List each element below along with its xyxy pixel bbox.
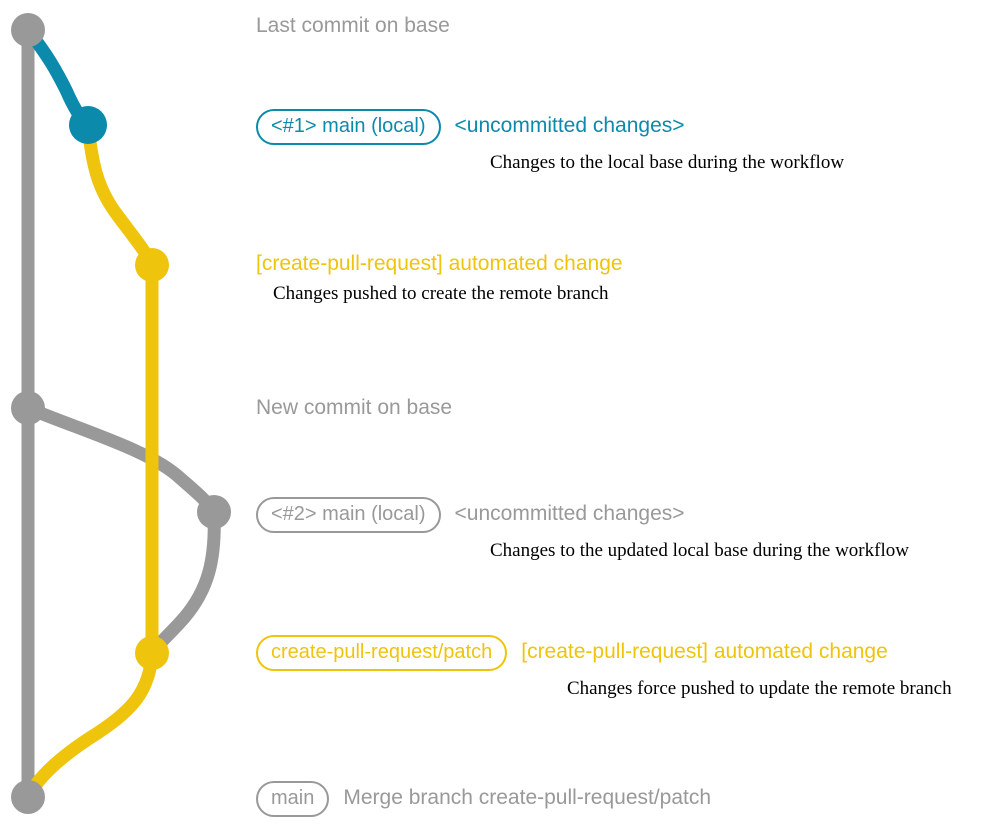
edge-local-to-remote (81, 118, 159, 272)
row-uncommitted-changes-2: <#2> main (local) <uncommitted changes> … (256, 497, 909, 562)
row-last-commit-on-base: Last commit on base (256, 14, 450, 38)
graph-nodes (11, 13, 231, 814)
row-automated-change-2: create-pull-request/patch [create-pull-r… (256, 635, 952, 700)
row-headline: <uncommitted changes> (454, 502, 685, 525)
row-description: Changes pushed to create the remote bran… (273, 283, 609, 304)
edge-updated-local-to-remote (145, 505, 221, 660)
node-base-new-commit (11, 391, 45, 425)
node-base-merge (11, 780, 45, 814)
node-remote-automated-1 (135, 248, 169, 282)
row-uncommitted-changes-1: <#1> main (local) <uncommitted changes> … (256, 109, 844, 174)
branch-badge-main-local-2[interactable]: <#2> main (local) (256, 497, 441, 533)
row-new-commit-on-base: New commit on base (256, 396, 452, 420)
row-automated-change-1: [create-pull-request] automated change C… (256, 252, 623, 305)
branch-badge-main[interactable]: main (256, 781, 330, 817)
row-headline: [create-pull-request] automated change (256, 252, 623, 275)
branch-badge-main-local-1[interactable]: <#1> main (local) (256, 109, 441, 145)
edge-base-to-updated-local (21, 401, 221, 519)
node-local-uncommitted-2 (197, 495, 231, 529)
branch-badge-create-pull-request-patch[interactable]: create-pull-request/patch (256, 635, 508, 671)
row-headline: New commit on base (256, 396, 453, 419)
row-merge-branch: main Merge branch create-pull-request/pa… (256, 781, 711, 817)
node-local-uncommitted-1 (69, 106, 107, 144)
edge-remote-to-merge (21, 646, 159, 804)
row-description: Changes to the updated local base during… (490, 540, 909, 561)
row-headline: [create-pull-request] automated change (521, 640, 888, 663)
row-description: Changes to the local base during the wor… (490, 152, 845, 173)
node-remote-automated-2 (135, 636, 169, 670)
row-headline: <uncommitted changes> (454, 114, 685, 137)
row-description: Changes force pushed to update the remot… (567, 678, 952, 699)
node-base-last-commit (11, 13, 45, 47)
row-headline: Last commit on base (256, 14, 450, 37)
row-headline: Merge branch create-pull-request/patch (343, 786, 712, 809)
